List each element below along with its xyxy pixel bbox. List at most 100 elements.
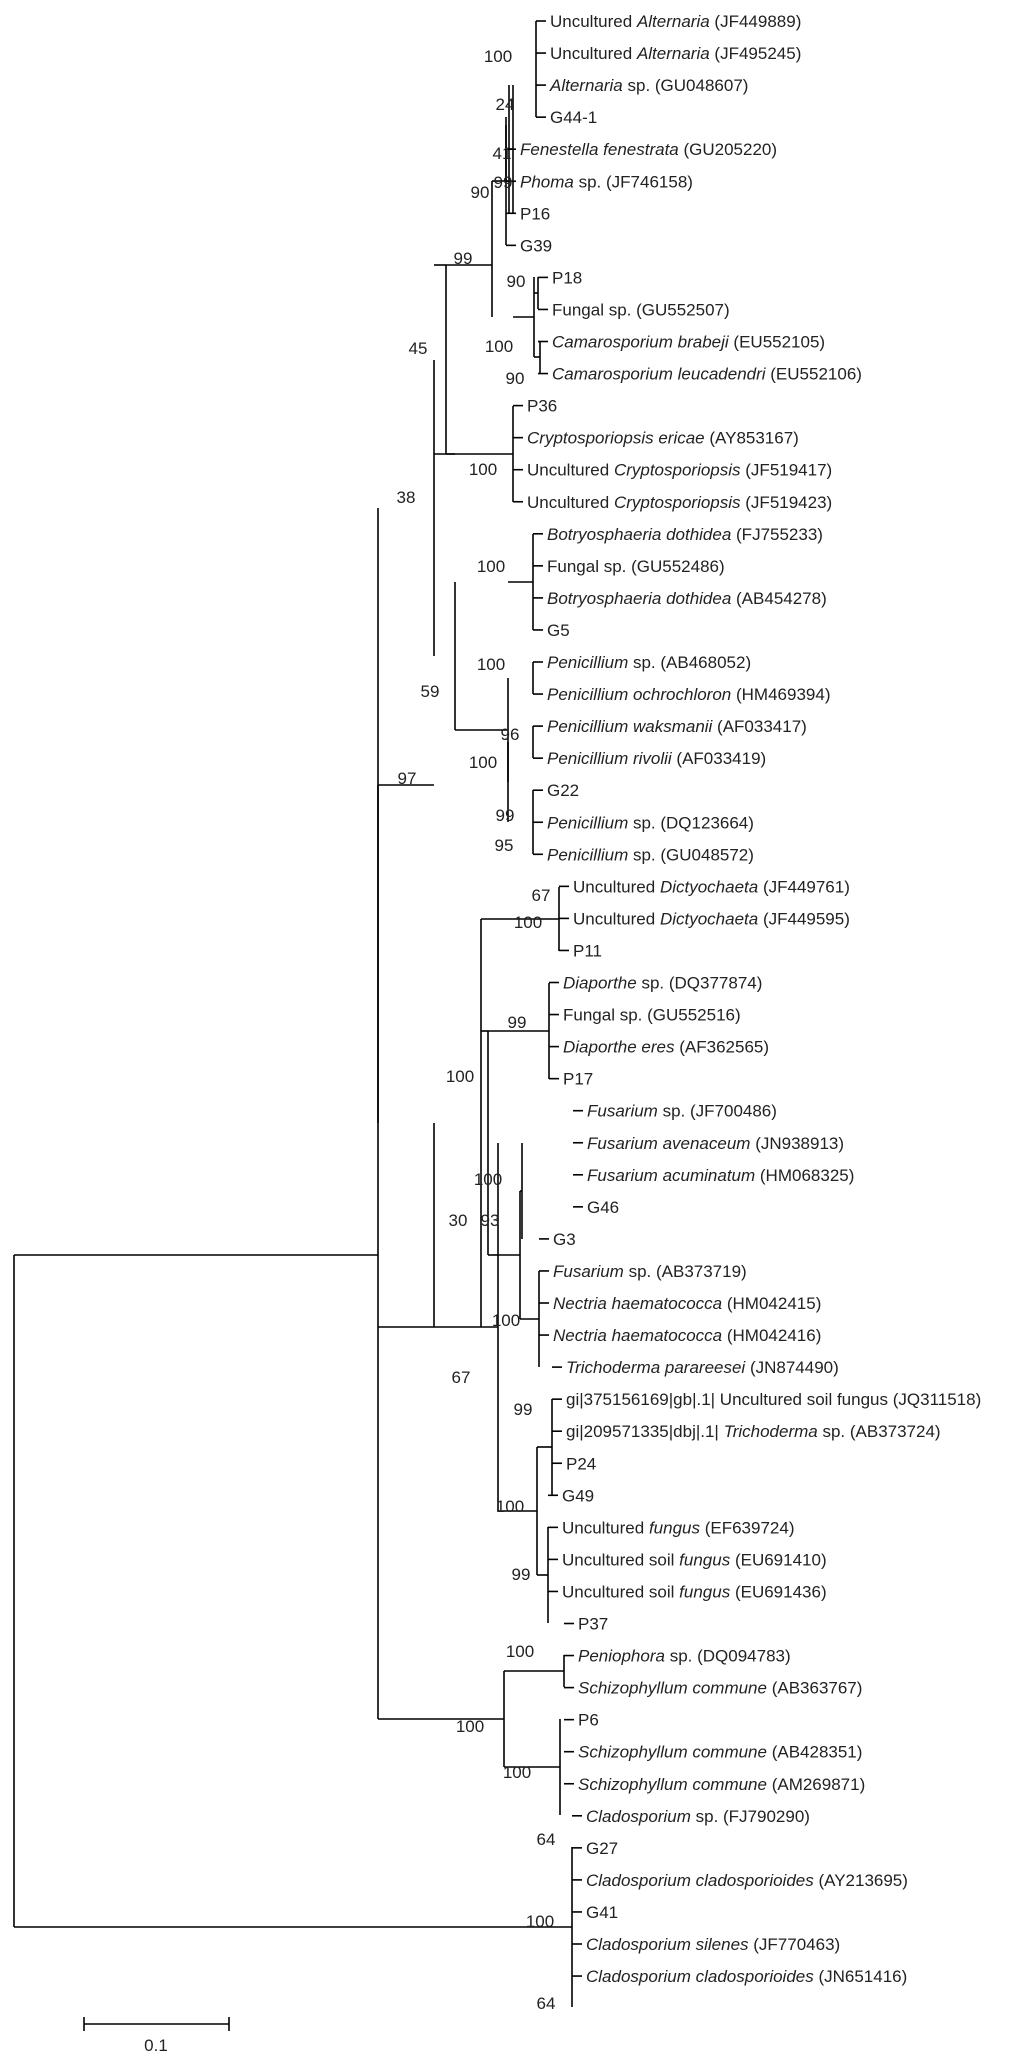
taxon-label-part: G3: [553, 1230, 576, 1249]
bootstrap-value: 99: [512, 1565, 531, 1584]
taxon-label-part: Fungal sp. (GU552486): [547, 557, 725, 576]
taxon-label-part: G41: [586, 1903, 618, 1922]
taxon-label-part: G39: [520, 236, 552, 255]
taxon-label: Uncultured Alternaria (JF449889): [550, 12, 801, 31]
bootstrap-value: 96: [501, 725, 520, 744]
taxon-label: Schizophyllum commune (AB428351): [578, 1743, 862, 1762]
taxon-label: P17: [563, 1070, 593, 1089]
taxon-label: Diaporthe eres (AF362565): [563, 1038, 769, 1057]
taxon-label-part: (JN874490): [745, 1358, 839, 1377]
taxon-label-part: Diaporthe: [563, 974, 637, 993]
taxon-label: Penicillium ochrochloron (HM469394): [547, 685, 830, 704]
taxon-label-part: Fungal sp. (GU552516): [563, 1006, 741, 1025]
taxon-label: Penicillium rivolii (AF033419): [547, 749, 766, 768]
taxon-label-part: Uncultured: [550, 44, 637, 63]
bootstrap-value: 95: [495, 836, 514, 855]
taxon-label-part: Uncultured: [562, 1518, 649, 1537]
bootstrap-value: 99: [514, 1400, 533, 1419]
taxon-label-part: Uncultured: [573, 877, 660, 896]
taxon-label-part: (JF449761): [758, 877, 850, 896]
taxon-label-part: Trichoderma parareesei: [566, 1358, 746, 1377]
bootstrap-value: 64: [537, 1830, 556, 1849]
bootstrap-value: 93: [481, 1211, 500, 1230]
taxon-label-part: Cladosporium cladosporioides: [586, 1871, 814, 1890]
taxon-label-part: Schizophyllum commune: [578, 1775, 767, 1794]
taxon-label-part: (AM269871): [767, 1775, 865, 1794]
bootstrap-values: 1002441999099901009045100381005910096100…: [397, 47, 556, 2013]
taxon-label-part: (JF519417): [741, 461, 833, 480]
taxon-label-part: (AY213695): [814, 1871, 908, 1890]
taxon-label-part: gi|375156169|gb|.1| Uncultured soil fung…: [566, 1390, 981, 1409]
scale-bar: 0.1: [83, 2017, 230, 2055]
taxon-label-part: (EU691436): [730, 1582, 826, 1601]
bootstrap-value: 99: [508, 1013, 527, 1032]
taxon-label-part: Fenestella fenestrata: [520, 140, 679, 159]
bootstrap-value: 100: [456, 1717, 484, 1736]
taxon-label-part: (AB428351): [767, 1743, 862, 1762]
taxon-label-part: Penicillium: [547, 845, 628, 864]
taxon-label: G46: [587, 1198, 619, 1217]
taxon-label-part: (GU205220): [679, 140, 777, 159]
taxon-label-part: sp. (AB373724): [818, 1422, 941, 1441]
taxon-label: Fusarium sp. (JF700486): [587, 1102, 777, 1121]
taxon-label-part: Schizophyllum commune: [578, 1679, 767, 1698]
taxon-label-part: (HM042415): [722, 1294, 821, 1313]
bootstrap-value: 100: [477, 655, 505, 674]
taxon-label: Penicillium sp. (AB468052): [547, 653, 751, 672]
taxon-label-part: P11: [573, 941, 602, 960]
taxon-label-part: (JF449889): [710, 12, 802, 31]
taxon-label: Uncultured Cryptosporiopsis (JF519417): [527, 461, 832, 480]
taxon-label: Cryptosporiopsis ericae (AY853167): [527, 429, 799, 448]
taxon-label-part: (HM042416): [722, 1326, 821, 1345]
taxon-label: Peniophora sp. (DQ094783): [578, 1647, 791, 1666]
taxon-label: Diaporthe sp. (DQ377874): [563, 974, 762, 993]
bootstrap-value: 100: [496, 1497, 524, 1516]
bootstrap-value: 67: [452, 1368, 471, 1387]
taxon-label-part: (JN938913): [750, 1134, 844, 1153]
taxon-label: Penicillium sp. (DQ123664): [547, 813, 754, 832]
taxon-label-part: P37: [578, 1615, 608, 1634]
taxon-label: P11: [573, 941, 602, 960]
taxon-label: Cladosporium cladosporioides (AY213695): [586, 1871, 908, 1890]
taxon-label: Camarosporium brabeji (EU552105): [552, 333, 825, 352]
bootstrap-value: 100: [446, 1067, 474, 1086]
bootstrap-value: 100: [469, 753, 497, 772]
taxon-label-part: Diaporthe eres: [563, 1038, 675, 1057]
taxon-label-part: Phoma: [520, 172, 574, 191]
taxon-label-part: Penicillium waksmanii: [547, 717, 714, 736]
taxon-label-part: (AY853167): [705, 429, 799, 448]
taxon-label-part: Uncultured: [550, 12, 637, 31]
taxon-label-part: G49: [562, 1486, 594, 1505]
taxon-label-part: P18: [552, 268, 582, 287]
taxon-label-part: Alternaria: [636, 12, 710, 31]
bootstrap-value: 100: [503, 1763, 531, 1782]
taxon-label: Botryosphaeria dothidea (AB454278): [547, 589, 827, 608]
bootstrap-value: 97: [398, 769, 417, 788]
taxon-label-part: Fungal sp. (GU552507): [552, 300, 730, 319]
taxon-label: G22: [547, 781, 579, 800]
taxon-label: Penicillium sp. (GU048572): [547, 845, 754, 864]
taxon-label-part: gi|209571335|dbj|.1|: [566, 1422, 724, 1441]
taxon-label-part: Uncultured soil: [562, 1582, 679, 1601]
taxon-label-part: Cryptosporiopsis: [614, 461, 741, 480]
taxon-label-part: Alternaria: [636, 44, 710, 63]
taxon-label: Cladosporium silenes (JF770463): [586, 1935, 840, 1954]
bootstrap-value: 90: [471, 183, 490, 202]
tree-branches: [13, 20, 583, 2007]
taxon-labels: Uncultured Alternaria (JF449889)Uncultur…: [520, 12, 981, 1986]
bootstrap-value: 100: [526, 1912, 554, 1931]
bootstrap-value: 100: [484, 47, 512, 66]
taxon-label-part: sp. (AB468052): [628, 653, 751, 672]
taxon-label: G5: [547, 621, 570, 640]
taxon-label: Schizophyllum commune (AM269871): [578, 1775, 865, 1794]
taxon-label: Penicillium waksmanii (AF033417): [547, 717, 807, 736]
taxon-label: Alternaria sp. (GU048607): [549, 76, 748, 95]
taxon-label: Nectria haematococca (HM042415): [553, 1294, 821, 1313]
taxon-label-part: P36: [527, 397, 557, 416]
taxon-label-part: Botryosphaeria dothidea: [547, 589, 731, 608]
taxon-label: G44-1: [550, 108, 597, 127]
taxon-label: G49: [562, 1486, 594, 1505]
bootstrap-value: 59: [421, 682, 440, 701]
taxon-label: P18: [552, 268, 582, 287]
